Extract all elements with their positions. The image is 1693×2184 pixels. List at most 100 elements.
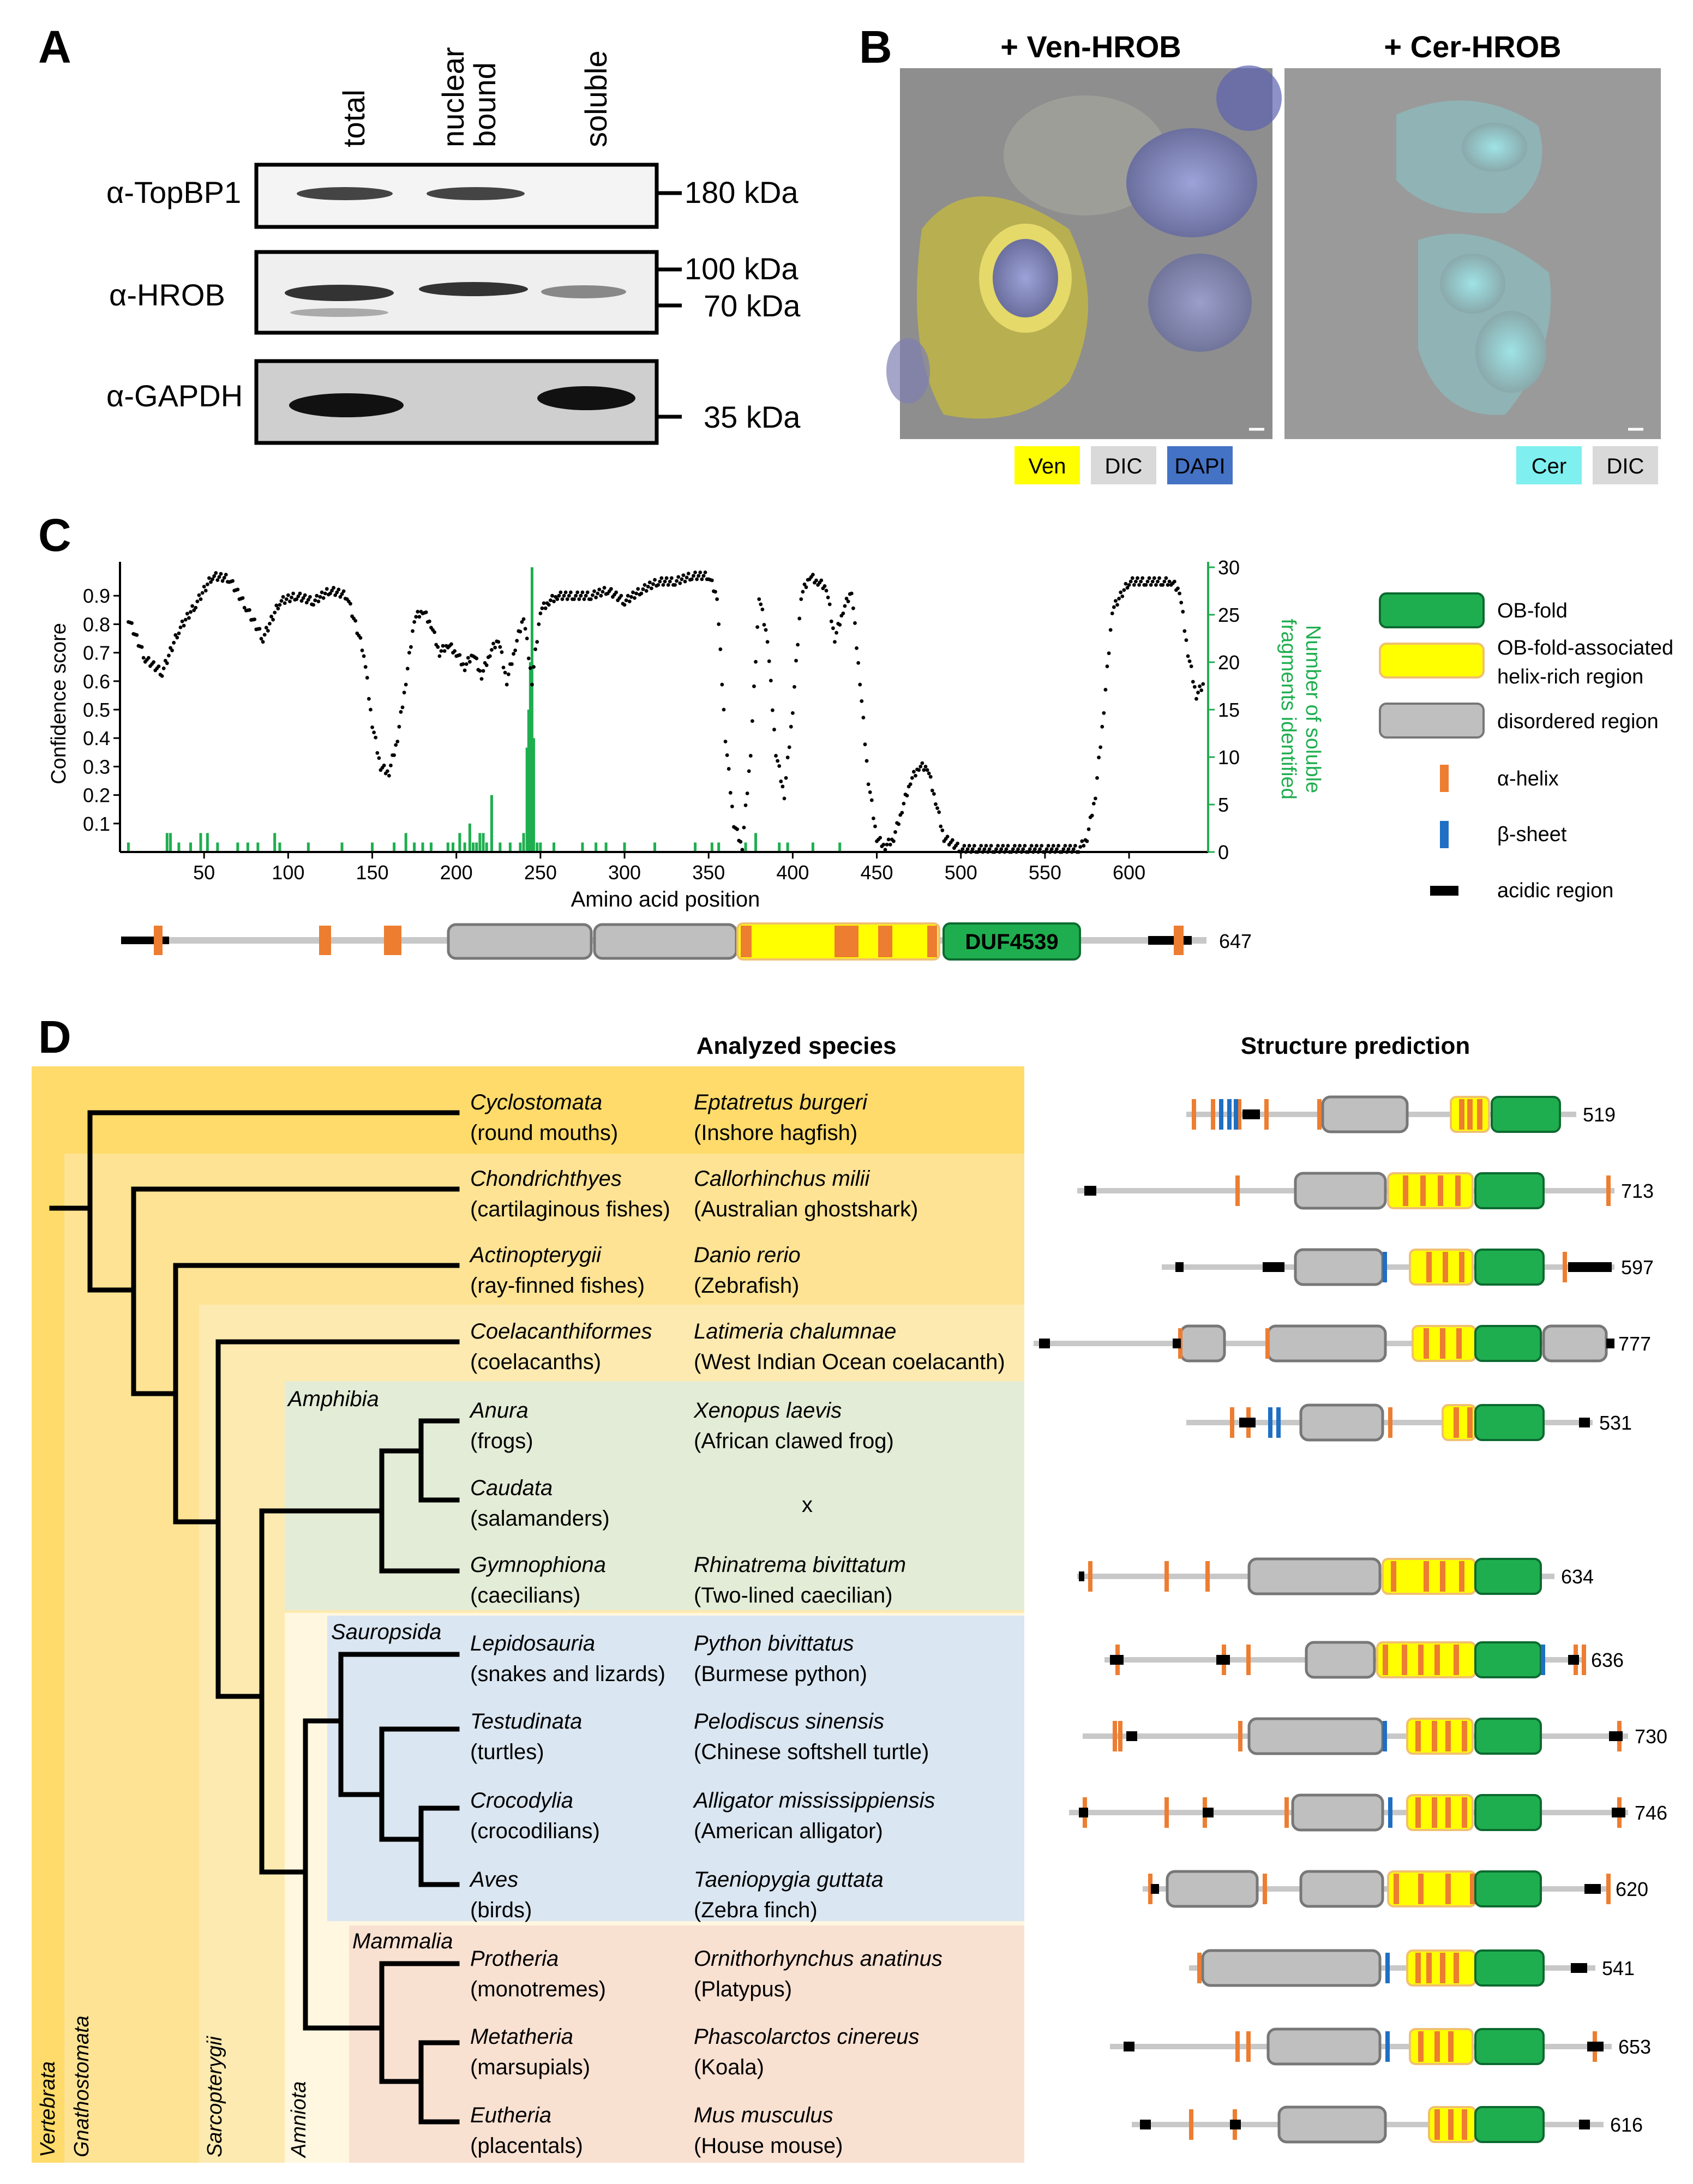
confidence-point <box>939 824 943 829</box>
confidence-point <box>863 742 867 747</box>
species-name: Python bivittatus <box>694 1631 854 1655</box>
confidence-point <box>501 665 506 670</box>
taxon-name: Metatheria <box>470 2025 573 2049</box>
alpha-helix <box>1205 1561 1210 1592</box>
confidence-point <box>794 658 798 663</box>
confidence-point <box>1125 586 1130 590</box>
taxon-name: Anura <box>469 1399 529 1423</box>
panel-letter-b: B <box>859 21 892 73</box>
confidence-point <box>956 841 959 845</box>
confidence-point <box>972 844 976 848</box>
confidence-point <box>1145 579 1150 584</box>
confidence-point <box>409 645 413 649</box>
fragment-bar <box>478 833 482 852</box>
ob-fold <box>1474 1641 1542 1678</box>
disordered-region <box>1179 1324 1226 1363</box>
nucleus-cer-3 <box>1475 311 1546 393</box>
confidence-point <box>893 830 897 834</box>
confidence-point <box>750 719 754 723</box>
confidence-point <box>259 637 263 641</box>
confidence-point <box>1085 839 1089 843</box>
band-amphibia <box>285 1381 1024 1610</box>
confidence-point <box>1117 597 1121 601</box>
confidence-point <box>1201 682 1205 686</box>
acidic-region <box>1263 1262 1284 1272</box>
confidence-point <box>928 775 933 779</box>
confidence-point <box>633 596 637 600</box>
confidence-point <box>579 593 583 598</box>
confidence-point <box>261 640 265 644</box>
confidence-point <box>784 776 788 780</box>
x-tick-label: 50 <box>193 861 215 884</box>
fragment-bar <box>169 833 172 852</box>
alpha-helix <box>1317 1099 1322 1130</box>
ob-fold <box>1474 2028 1545 2065</box>
disordered-region <box>1321 1095 1409 1133</box>
y2-tick-label: 15 <box>1218 699 1240 721</box>
confidence-point <box>754 659 758 664</box>
disordered-region <box>1294 1172 1387 1210</box>
confidence-point <box>325 587 329 591</box>
taxon-common: (marsupials) <box>470 2055 590 2079</box>
y-tick-label: 0.4 <box>83 727 110 749</box>
alpha-helix <box>1088 1561 1092 1592</box>
confidence-point <box>337 587 341 592</box>
x-tick-label: 100 <box>272 861 304 884</box>
confidence-point <box>291 591 295 596</box>
confidence-point <box>372 730 376 735</box>
confidence-point <box>911 770 916 774</box>
confidence-point <box>175 635 179 640</box>
y-tick-label: 0.1 <box>83 813 110 835</box>
confidence-point <box>782 796 787 801</box>
acidic-region <box>1175 1262 1184 1272</box>
confidence-point <box>562 593 566 598</box>
disordered-region <box>1299 1403 1384 1442</box>
confidence-point <box>490 647 494 652</box>
confidence-point <box>1110 611 1114 615</box>
beta-sheet <box>1385 2031 1390 2062</box>
confidence-point <box>550 593 554 598</box>
structure-row: 653 <box>1110 2027 1651 2066</box>
fragment-bar <box>717 842 721 852</box>
confidence-point <box>856 661 861 665</box>
marker-100: 100 kDa <box>685 251 799 286</box>
fragment-bar <box>206 833 209 852</box>
confidence-point <box>801 590 805 594</box>
confidence-point <box>335 590 339 595</box>
confidence-point <box>320 590 324 595</box>
confidence-point <box>636 587 640 591</box>
taxon-name: Aves <box>469 1868 518 1892</box>
legend-disordered: disordered region <box>1497 710 1659 733</box>
confidence-point <box>273 610 277 615</box>
fragment-bar <box>256 842 260 852</box>
confidence-point <box>1090 813 1094 818</box>
confidence-point <box>1066 847 1071 851</box>
confidence-point <box>720 682 724 687</box>
confidence-point <box>1091 801 1096 806</box>
confidence-point <box>458 653 462 657</box>
confidence-point <box>651 582 655 586</box>
y-tick-label: 0.9 <box>83 585 110 607</box>
confidence-point <box>318 595 322 599</box>
confidence-point <box>678 581 682 585</box>
confidence-point <box>1192 685 1197 689</box>
nucleus-dapi-2 <box>1148 254 1252 352</box>
confidence-point <box>407 651 411 655</box>
species-common: (American alligator) <box>694 1819 883 1843</box>
confidence-point <box>846 599 850 604</box>
legend-acidic: acidic region <box>1497 879 1613 902</box>
confidence-point <box>774 754 778 758</box>
species-common: (West Indian Ocean coelacanth) <box>694 1350 1005 1374</box>
acidic-region <box>1242 1109 1260 1119</box>
confidence-point <box>789 724 793 729</box>
confidence-point <box>826 595 830 599</box>
confidence-point <box>858 682 862 687</box>
confidence-point <box>195 599 200 604</box>
confidence-point <box>735 827 740 831</box>
legend-helix: α-helix <box>1497 767 1559 790</box>
confidence-point <box>1082 844 1086 848</box>
structure-row: 519 <box>1186 1095 1616 1133</box>
legend-dic2: DIC <box>1607 454 1644 478</box>
fragment-bar <box>623 842 626 852</box>
confidence-point <box>417 615 422 619</box>
